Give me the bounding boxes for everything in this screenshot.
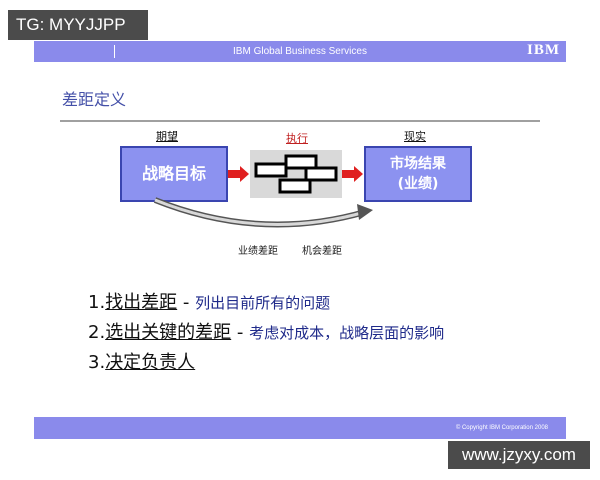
point-desc: 考虑对成本，战略层面的影响: [249, 324, 445, 342]
point-sep: -: [177, 292, 196, 313]
point-3: 3.决定负责人: [88, 348, 195, 374]
point-number: 2.: [88, 322, 106, 343]
arrow-right-icon: [342, 166, 363, 182]
header-bar: IBM Global Business Services IBM: [34, 41, 566, 62]
point-key: 决定负责人: [105, 352, 196, 373]
footer-bar: © Copyright IBM Corporation 2008: [34, 417, 566, 439]
gap-opportunity-label: 机会差距: [302, 246, 342, 257]
watermark-top-left: TG: MYYJJPP: [8, 10, 148, 40]
process-blocks-icon: [254, 154, 338, 194]
title-divider: [60, 120, 540, 122]
box-market-result: 市场结果 (业绩): [364, 146, 472, 202]
box-strategic-goal-label: 战略目标: [141, 164, 206, 183]
point-key: 找出差距: [105, 292, 178, 313]
gap-performance-label: 业绩差距: [238, 246, 278, 257]
header-title: IBM Global Business Services: [233, 46, 367, 57]
point-desc: 列出目前所有的问题: [195, 294, 331, 312]
execution-diagram: [250, 150, 342, 198]
point-number: 3.: [88, 352, 106, 373]
watermark-bottom-right: www.jzyxy.com: [448, 441, 590, 469]
label-execute: 执行: [286, 132, 308, 145]
point-1: 1.找出差距 - 列出目前所有的问题: [88, 288, 330, 314]
point-number: 1.: [88, 292, 106, 313]
header-divider: [114, 45, 115, 58]
label-reality: 现实: [404, 130, 426, 143]
label-expect: 期望: [156, 130, 178, 143]
slide-title: 差距定义: [62, 90, 127, 109]
point-key: 选出关键的差距: [105, 322, 232, 343]
point-2: 2.选出关键的差距 - 考虑对成本，战略层面的影响: [88, 318, 444, 344]
ibm-logo: IBM: [527, 42, 560, 58]
box-market-result-line1: 市场结果: [390, 156, 446, 172]
curved-arrow-icon: [153, 197, 373, 228]
footer-copyright: © Copyright IBM Corporation 2008: [455, 425, 548, 431]
box-market-result-line2: (业绩): [397, 176, 439, 192]
point-sep: -: [231, 322, 250, 343]
box-strategic-goal: 战略目标: [120, 146, 228, 202]
arrow-right-icon: [228, 166, 249, 182]
